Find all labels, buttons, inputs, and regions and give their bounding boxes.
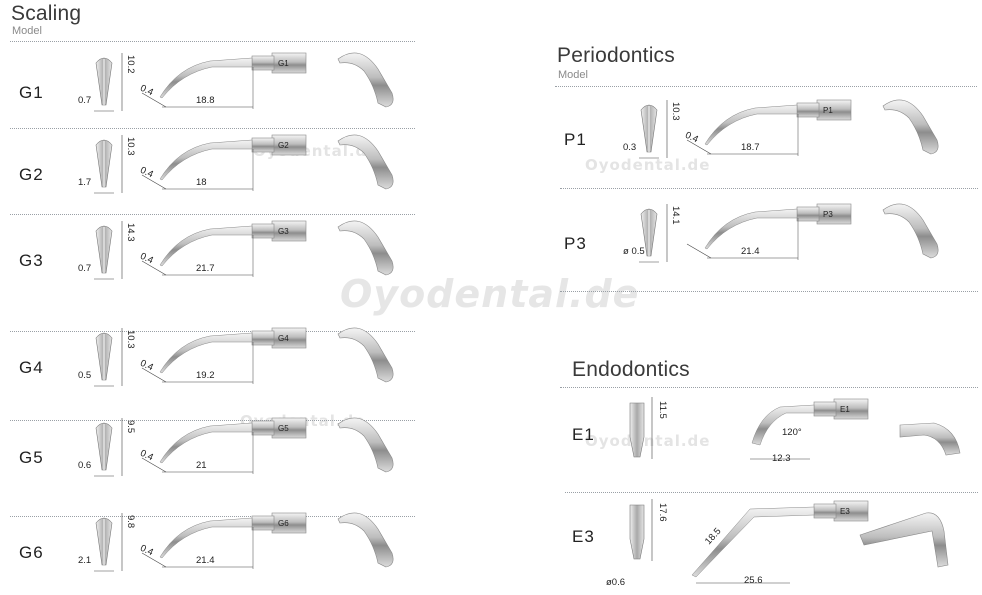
tip-front-icon	[629, 397, 653, 459]
model-label: P1	[564, 130, 587, 149]
tip-profile-icon: E1	[750, 398, 869, 460]
tip-profile-icon: G3	[141, 220, 307, 277]
tip-photo-icon	[337, 417, 394, 473]
model-label: E1	[572, 425, 595, 444]
tip-marking: G5	[278, 424, 289, 433]
tip-height-label: 9.5	[125, 420, 136, 434]
tip-length-label: 21.4	[196, 555, 215, 566]
tip-width-label: 0.3	[623, 142, 637, 153]
tip-width-label: ø 0.5	[623, 246, 645, 257]
tip-width-label: 0.7	[78, 263, 92, 274]
tip-height-label: 10.3	[125, 330, 136, 349]
tip-profile-icon: P1	[686, 99, 852, 156]
divider	[10, 128, 415, 129]
model-label: G5	[19, 448, 44, 467]
model-label: G1	[19, 83, 44, 102]
tip-height-label: 10.3	[670, 102, 681, 121]
divider	[560, 291, 978, 292]
divider	[10, 331, 415, 332]
divider	[560, 188, 978, 189]
tip-length-label: 21.7	[196, 263, 215, 274]
tip-front-icon	[94, 418, 123, 477]
tip-height-label: 17.6	[657, 503, 668, 522]
tip-marking: G6	[278, 519, 289, 528]
tip-marking: G3	[278, 227, 289, 236]
tip-photo-icon	[337, 220, 394, 276]
divider	[565, 492, 978, 493]
tip-height-label: 10.3	[125, 137, 136, 156]
tip-profile-icon: P3	[686, 203, 852, 260]
tip-width-label: 0.6	[78, 460, 92, 471]
model-label: G6	[19, 543, 44, 562]
tip-length-label: 12.3	[772, 453, 791, 464]
tip-length-label: 19.2	[196, 370, 215, 381]
tip-profile-icon: G5	[141, 417, 307, 474]
tip-photo-icon	[882, 203, 939, 259]
tip-photo-icon	[337, 327, 394, 383]
tip-photo-icon	[899, 422, 961, 456]
tip-marking: G2	[278, 141, 289, 150]
tip-front-icon	[94, 221, 123, 280]
model-label: E3	[572, 527, 595, 546]
tip-profile-icon: G1	[141, 52, 307, 109]
watermark-large: Oyodental.de	[340, 272, 640, 316]
tip-length-label: 18.7	[741, 142, 760, 153]
tip-front-icon	[94, 53, 123, 112]
divider	[560, 387, 978, 388]
divider	[10, 214, 415, 215]
tip-height-label: 10.2	[125, 55, 136, 74]
tip-width-label: 0.7	[78, 95, 92, 106]
tip-profile-icon: E3	[691, 500, 869, 584]
tip-length-label: 25.6	[744, 575, 763, 586]
divider	[10, 41, 415, 42]
watermark-small: Oyodental.de	[585, 432, 711, 450]
tip-height-label: 14.3	[125, 223, 136, 242]
tip-width-label: 1.7	[78, 177, 92, 188]
tip-profile-icon: G4	[141, 327, 307, 384]
tip-front-icon	[94, 513, 123, 572]
divider	[555, 86, 977, 87]
periodontics-subtitle: Model	[558, 69, 588, 81]
model-label: G3	[19, 251, 44, 270]
angle-label: 120°	[782, 427, 802, 438]
tip-height-label: 9.8	[125, 515, 136, 529]
tip-length-label: 21.4	[741, 246, 760, 257]
tip-length-label: 18.8	[196, 95, 215, 106]
tip-front-icon	[94, 328, 123, 387]
tip-width-label: 2.1	[78, 555, 92, 566]
tip-front-icon	[94, 135, 123, 194]
scaling-subtitle: Model	[12, 25, 42, 37]
tip-marking: E3	[840, 507, 850, 516]
tip-marking: G4	[278, 334, 289, 343]
tip-photo-icon	[337, 52, 394, 108]
tip-marking: P1	[823, 106, 833, 115]
tip-marking: P3	[823, 210, 833, 219]
model-label: G2	[19, 165, 44, 184]
endodontics-title: Endodontics	[572, 358, 690, 381]
periodontics-title: Periodontics	[557, 44, 675, 67]
tip-profile-icon: G6	[141, 512, 307, 569]
tip-width-label: ø0.6	[606, 577, 626, 588]
divider	[10, 516, 415, 517]
tip-length-label: 18	[196, 177, 207, 188]
tip-marking: E1	[840, 405, 850, 414]
tip-width-label: 0.5	[78, 370, 92, 381]
watermark-small: Oyodental.de	[585, 156, 711, 174]
model-label: P3	[564, 234, 587, 253]
tip-photo-icon	[337, 512, 394, 568]
divider	[10, 420, 415, 421]
tip-photo-icon	[882, 99, 939, 155]
scaling-title: Scaling	[11, 2, 82, 25]
tip-front-icon	[639, 100, 668, 159]
model-label: G4	[19, 358, 44, 377]
tip-photo-icon	[859, 512, 949, 568]
tip-length-label: 21	[196, 460, 207, 471]
tip-profile-icon: G2	[141, 134, 307, 191]
tip-front-icon	[639, 204, 668, 263]
tip-height-label: 11.5	[657, 401, 668, 419]
tip-front-icon	[629, 499, 653, 561]
tip-marking: G1	[278, 59, 289, 68]
tip-photo-icon	[337, 134, 394, 190]
tip-height-label: 14.1	[670, 206, 681, 225]
